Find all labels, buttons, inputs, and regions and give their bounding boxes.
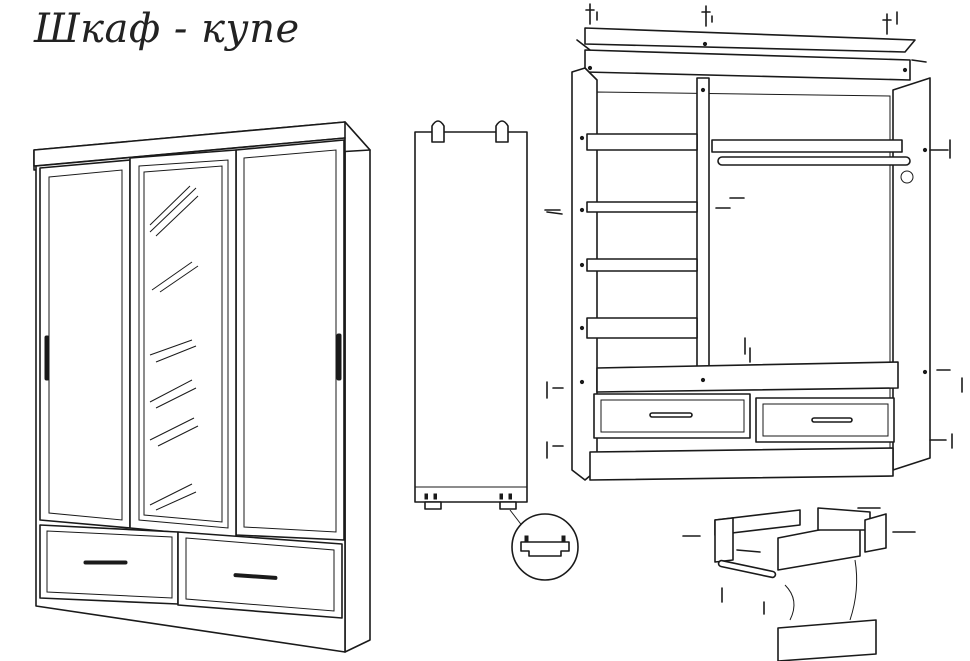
drawer-screws [682, 507, 916, 615]
side-panel [414, 131, 528, 503]
mirror-reflection-lines [149, 185, 199, 511]
rail-holder [900, 170, 914, 184]
plinth [589, 447, 894, 481]
mirror-sliding-door [129, 149, 237, 539]
right-door-panel [243, 149, 337, 533]
drawer-bottom-board [777, 619, 877, 661]
top-hanger-left [431, 120, 445, 143]
support-foot-left [424, 501, 442, 510]
exploded-carcass [544, 3, 963, 481]
left-door-handle [44, 335, 50, 381]
shelf-4 [586, 317, 698, 339]
assembled-wardrobe [33, 121, 371, 653]
drawer-side-left [714, 517, 734, 563]
right-drawer-panel [185, 537, 335, 612]
wardrobe-side-panel [344, 121, 371, 653]
right-top-shelf [711, 139, 903, 153]
top-board-upper [584, 27, 916, 53]
diagram-title: Шкаф - купе [34, 6, 300, 52]
top-board [584, 49, 911, 81]
side-panel-view [414, 120, 579, 581]
shelf-3 [586, 258, 698, 272]
support-foot-detail [520, 541, 570, 557]
mirror-frame-outer [138, 159, 229, 529]
right-drawer-handle [233, 573, 278, 580]
drawer-assembly-detail [682, 507, 916, 661]
dowel-holes [579, 41, 928, 385]
right-side-board [892, 77, 931, 471]
mirror-glass [143, 165, 223, 523]
drawer-side-right [817, 507, 871, 531]
right-door-handle [336, 333, 342, 381]
center-divider [696, 77, 710, 386]
exploded-drawer-right-handle [811, 417, 853, 423]
drawer-runner [717, 559, 777, 579]
shelf-1 [586, 133, 698, 151]
drawer-end-panel [864, 513, 887, 553]
right-sliding-door [235, 139, 345, 541]
left-sliding-door [39, 159, 131, 529]
screw-fasteners [544, 3, 963, 459]
support-foot-right [499, 501, 517, 510]
bottom-shelf [596, 361, 899, 393]
shelf-2 [586, 201, 698, 213]
exploded-drawer-left-handle [649, 412, 693, 418]
left-drawer-handle [83, 560, 128, 565]
top-hanger-right [495, 120, 509, 143]
left-drawer-panel [46, 530, 173, 599]
left-door-panel [48, 169, 123, 521]
hanging-rail [717, 156, 911, 166]
drawer-bottom-outline [784, 559, 858, 621]
panel-dowel-holes [424, 493, 512, 500]
